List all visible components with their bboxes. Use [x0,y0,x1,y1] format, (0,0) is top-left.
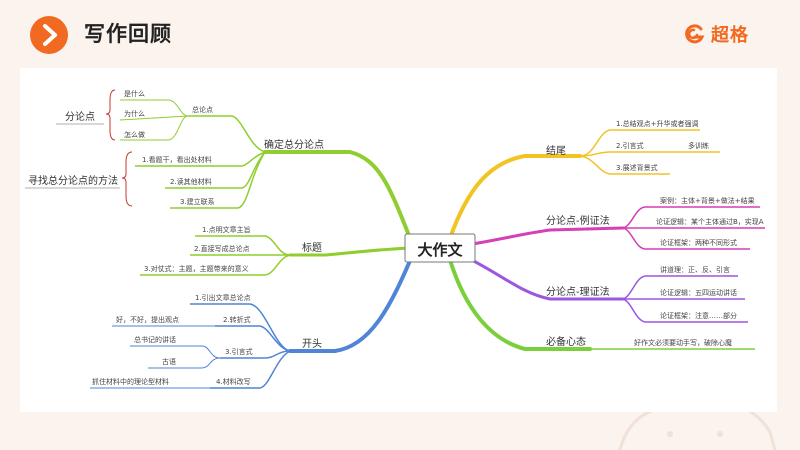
link-re-2 [622,298,748,323]
header-bar: 写作回顾 超格 [0,0,800,68]
node-title-1: 2.直接写成总论点 [194,244,250,253]
node-method-1: 2.读其他材料 [170,177,212,186]
branch-ending [448,154,582,240]
link-method-0 [135,151,266,167]
node-cailiao-note: 抓住材料中的理论型材料 [92,377,169,386]
node-ex-2: 论证框架：两种不同形式 [660,238,737,247]
link-item-0 [120,99,189,117]
node-title-2: 3.对仗式：主题，主题带来的意义 [144,264,249,273]
link-open-1 [215,325,291,352]
page-title: 写作回顾 [84,22,172,46]
center-node: 大作文 [417,241,463,259]
node-open-2: 3.引言式 [225,347,253,356]
node-open-3: 4.材料改写 [216,377,251,386]
node-opening: 开头 [302,338,322,350]
mindmap-card: 大作文 确定总分论点 总论点 是什么 为什么 怎么做 1.看题干，看出处材料 2… [20,68,777,412]
node-open-1: 2.转折式 [223,315,251,324]
node-open-0: 1.引出文章总论点 [195,293,251,302]
node-end-note: 多训练 [688,141,709,150]
link-open-0 [190,303,291,352]
swirl-logo-icon [685,24,705,44]
center-node-box [404,233,476,263]
branch-title [288,246,412,257]
link-ex-2 [622,227,750,250]
link-re-0 [622,275,738,300]
branch-mindset [448,258,592,351]
link-item-1 [119,115,189,121]
link-method-2 [170,151,266,209]
branch-opening [288,254,414,353]
link-yinyan-1 [148,357,221,369]
link-open-3 [210,350,291,389]
link-open-2 [220,350,291,359]
node-item-2: 怎么做 [124,130,145,139]
mindmap-canvas: 大作文 确定总分论点 总论点 是什么 为什么 怎么做 1.看题干，看出处材料 2… [25,89,765,389]
node-example: 分论点-例证法 [546,214,610,227]
node-re-1: 论证逻辑：五四运动讲话 [660,288,737,297]
link-item-2 [120,115,189,141]
branch-confirm [263,150,412,240]
node-item-1: 为什么 [124,109,145,118]
node-mindset: 必备心态 [546,335,586,348]
node-end-1: 2.引言式 [616,141,644,150]
bracket-method [121,151,133,207]
node-side-fenlun: 分论点 [65,110,95,123]
node-method-0: 1.看题干，看出处材料 [142,155,212,164]
node-yinyan-1: 古语 [162,357,176,366]
node-end-2: 3.展述背景式 [616,163,658,172]
node-side-method: 寻找总分论点的方法 [28,174,118,187]
link-zonglun [188,115,266,153]
link-yinyan-0 [130,345,221,359]
link-title-2 [140,254,291,276]
node-mind-0: 好作文必须要动手写，破除心魔 [634,338,732,347]
brand-logo: 超格 [683,20,749,48]
node-ex-0: 案例：主体+背景+做法+结果 [660,196,755,205]
chevron-right-icon[interactable] [30,16,68,54]
node-zhuanzhe-note: 好，不好，提出观点 [116,315,179,324]
link-ex-0 [622,206,760,229]
bracket-fenlun [105,89,116,141]
node-ex-1: 论证逻辑：某个主体通过B，实现A [656,217,764,226]
node-reason: 分论点-理证法 [546,285,610,298]
link-end-1 [579,151,720,157]
node-yinyan-0: 总书记的讲话 [134,335,176,344]
node-ending: 结尾 [546,144,566,157]
node-confirm: 确定总分论点 [264,138,324,151]
branch-example [458,226,625,248]
node-title-0: 1.点明文章主旨 [202,225,251,234]
node-re-0: 讲道理：正、反、引言 [660,265,730,274]
link-end-2 [579,155,670,175]
node-end-0: 1.总结观点+升华或者强调 [616,119,699,128]
node-method-2: 3.建立联系 [180,197,215,206]
node-zonglun: 总论点 [192,105,213,114]
logo-text: 超格 [711,25,749,46]
node-re-2: 论证框架：注意……部分 [660,311,737,320]
node-title: 标题 [302,242,322,254]
node-item-0: 是什么 [124,89,145,98]
